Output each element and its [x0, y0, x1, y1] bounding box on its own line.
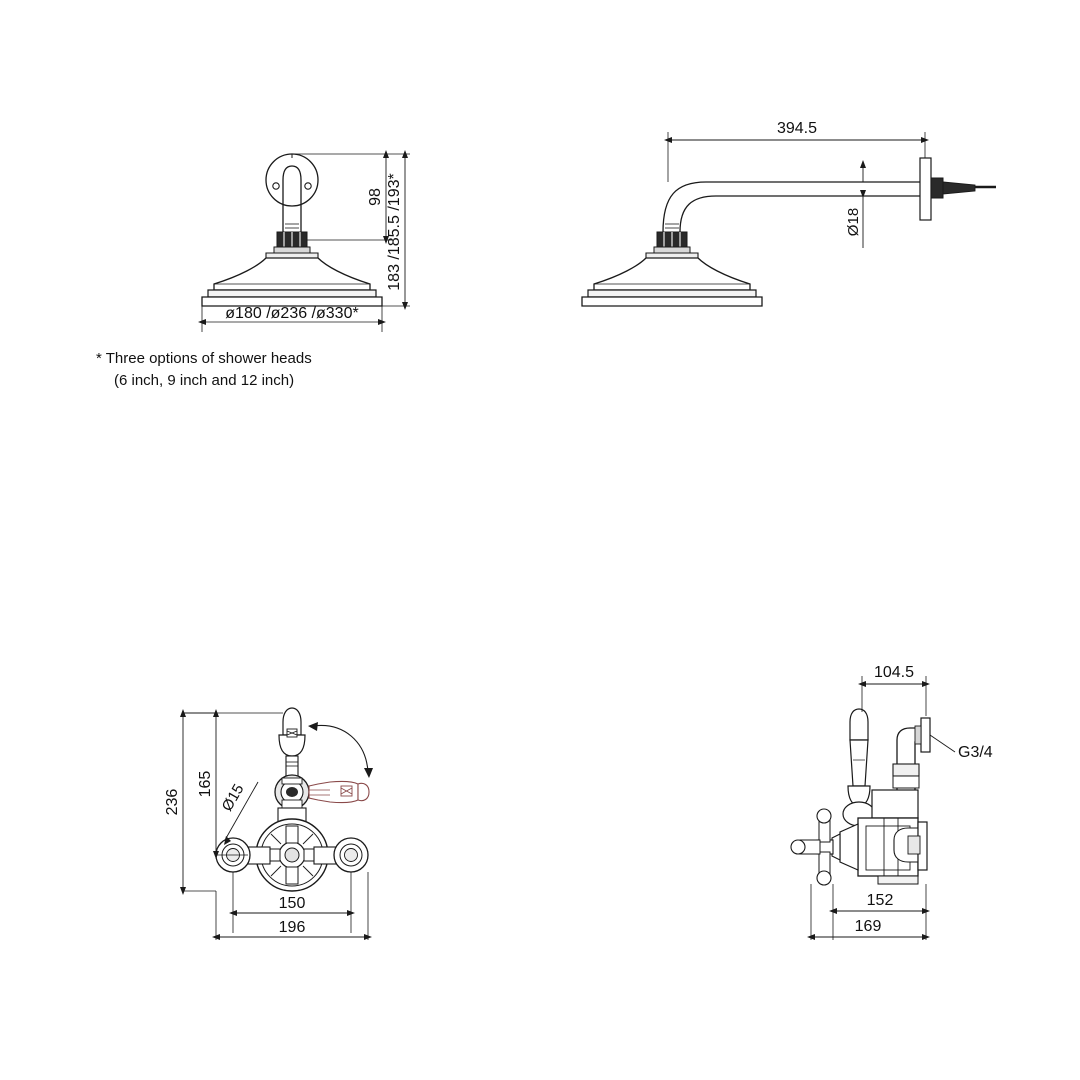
arm-wall-flange	[919, 157, 996, 221]
dimension-valve-centre-height-label: 165	[197, 771, 214, 798]
dimension-inlet-diameter-leader	[224, 781, 259, 845]
dimension-valve-height-label: 236	[164, 789, 181, 816]
arm-tube	[662, 181, 920, 233]
dimension-outlet-projection-label: 104.5	[874, 664, 914, 681]
valve-temperature-hub	[274, 774, 310, 810]
footnote-line-2: (6 inch, 9 inch and 12 inch)	[114, 372, 294, 389]
dimension-inlet-centres-label: 150	[279, 895, 306, 912]
dimension-outlet-projection	[858, 681, 930, 687]
dimension-tube-diameter-label: Ø18	[845, 208, 862, 236]
dimension-valve-centre-height	[213, 709, 219, 859]
dimension-arm-length	[664, 137, 929, 143]
valve-inlet-right	[313, 837, 369, 873]
arm-shower-head	[581, 252, 763, 307]
arm-swivel-collar	[653, 231, 691, 254]
dimension-head-diameter-label: ø180 /ø236 /ø330*	[225, 305, 358, 322]
dimension-valve-width	[212, 934, 372, 940]
view-valve-side: G3/4	[790, 664, 993, 940]
dimension-overall-height-label: 183 /185.5 /193*	[386, 173, 403, 290]
head-front-extension-lines	[202, 153, 410, 307]
dimension-overall-depth-label: 169	[855, 918, 882, 935]
dimension-body-depth-label: 152	[867, 892, 894, 909]
view-valve-front: Ø15 236 165	[164, 707, 373, 940]
g34-label: G3/4	[958, 744, 993, 761]
valve-side-crosshead	[790, 808, 859, 886]
swivel-collar	[273, 231, 311, 254]
view-arm-side: 394.5 Ø18	[581, 120, 996, 307]
g34-leader	[929, 734, 956, 753]
dimension-valve-height	[180, 709, 216, 895]
valve-front-extension-lines	[183, 712, 369, 940]
view-head-front: 98 183 /185.5 /193* ø180 /ø236 /ø330*	[198, 150, 410, 332]
drop-arm	[282, 165, 302, 232]
dimension-arm-drop-label: 98	[367, 188, 384, 206]
valve-lever-handle-up	[278, 707, 306, 779]
footnote-block: * Three options of shower heads (6 inch,…	[96, 350, 312, 389]
dimension-head-diameter	[198, 306, 386, 332]
dimension-overall-depth	[807, 934, 930, 940]
dimension-body-depth	[829, 908, 930, 914]
dimension-tube-diameter	[860, 160, 866, 248]
footnote-line-1: * Three options of shower heads	[96, 350, 312, 367]
dimension-overall-height	[402, 150, 408, 310]
dimension-arm-drop	[383, 150, 389, 244]
rotation-arc-arrow	[308, 722, 373, 778]
valve-side-lever	[847, 708, 871, 807]
valve-lever-handle-rotated	[308, 780, 370, 804]
shower-head-body	[201, 252, 383, 307]
dimension-arm-length-label: 394.5	[777, 120, 817, 137]
dimension-inlet-centres	[229, 910, 355, 916]
valve-crosshead-handle	[255, 818, 329, 892]
dimension-valve-width-label: 196	[279, 919, 306, 936]
